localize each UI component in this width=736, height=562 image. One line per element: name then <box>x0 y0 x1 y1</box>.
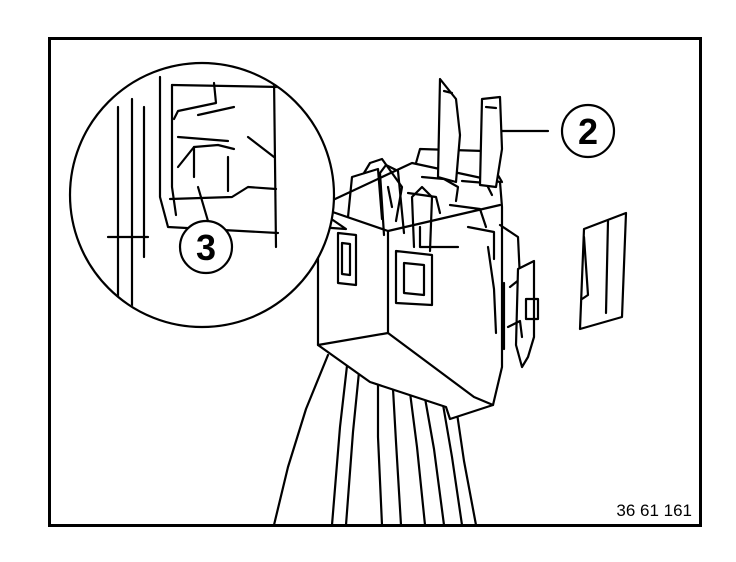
connector-illustration: 2 3 36 61 161 <box>48 37 702 527</box>
callout-2-label: 2 <box>578 111 598 152</box>
callout-2-leader <box>500 103 616 159</box>
figure-reference-number: 36 61 161 <box>616 501 692 520</box>
detail-magnifier <box>68 61 348 329</box>
connector-housing <box>316 147 522 421</box>
wire-bundle <box>272 353 478 527</box>
release-tabs <box>378 77 628 369</box>
callout-3-label: 3 <box>196 227 216 268</box>
